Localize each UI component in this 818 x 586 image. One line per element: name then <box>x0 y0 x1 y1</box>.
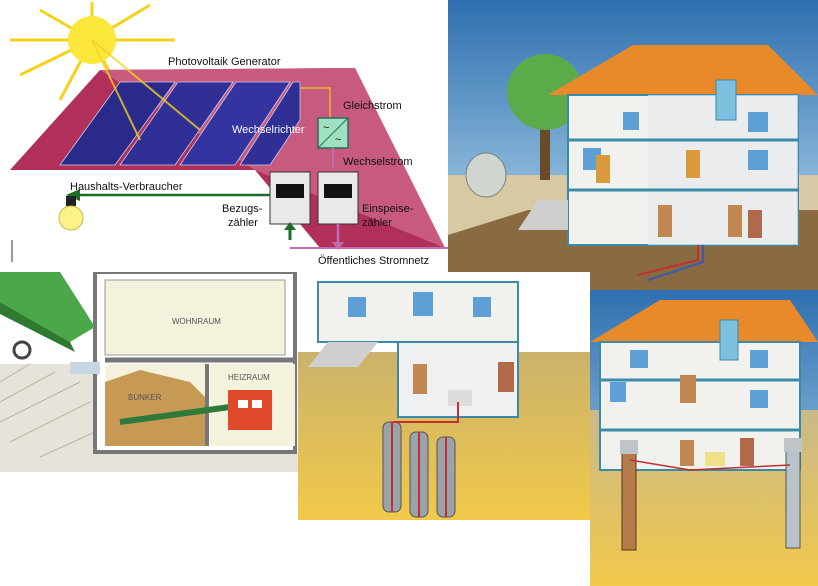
einspeisezaehler-meter <box>317 171 359 225</box>
geothermal-probes <box>382 421 456 518</box>
pv-diagram-panel: ~ ~ Photovoltaik Generator Gleichstrom W… <box>0 0 448 272</box>
house <box>518 45 818 246</box>
label-heizraum: HEIZRAUM <box>228 373 270 382</box>
arrow-left-icon <box>66 189 80 201</box>
geothermal-probe-house-panel <box>298 272 590 520</box>
label-einspeise-zaehler: zähler <box>362 217 392 229</box>
sun-icon <box>10 2 175 101</box>
label-bunker: BUNKER <box>128 393 162 402</box>
groundwater-wells <box>620 438 802 551</box>
tree <box>507 54 583 180</box>
groundwater-well-house <box>590 290 818 586</box>
label-oeffentliches-stromnetz: Öffentliches Stromnetz <box>318 255 429 267</box>
pellet-bunker: WOHNRAUM BUNKER HEIZRAUM <box>0 272 312 490</box>
solar-panel-array <box>59 81 301 166</box>
pellet-bunker-panel: WOHNRAUM BUNKER HEIZRAUM <box>0 272 312 490</box>
inverter: ~ ~ <box>317 117 349 149</box>
svg-text:~: ~ <box>323 122 329 134</box>
label-gleichstrom: Gleichstrom <box>343 100 402 112</box>
pellet-boiler <box>228 390 272 430</box>
lamp-icon <box>58 196 84 231</box>
geothermal-probe-house <box>298 272 590 520</box>
pv-diagram: ~ ~ Photovoltaik Generator Gleichstrom W… <box>10 2 448 267</box>
heat-pump-house-panel <box>448 0 818 290</box>
label-bezugs: Bezugs- <box>222 203 263 215</box>
heat-pump-house <box>448 0 818 290</box>
svg-text:~: ~ <box>335 134 341 146</box>
label-wohnraum: WOHNRAUM <box>172 317 221 326</box>
label-bezugs-zaehler: zähler <box>228 217 258 229</box>
label-haushalts-verbraucher: Haushalts-Verbraucher <box>70 181 183 193</box>
label-photovoltaik-generator: Photovoltaik Generator <box>168 56 281 68</box>
groundwater-well-house-panel <box>590 290 818 586</box>
bezugszaehler-meter <box>269 171 311 225</box>
label-wechselstrom: Wechselstrom <box>343 156 412 168</box>
label-einspeise: Einspeise- <box>362 203 414 215</box>
label-wechselrichter: Wechselrichter <box>232 124 305 136</box>
